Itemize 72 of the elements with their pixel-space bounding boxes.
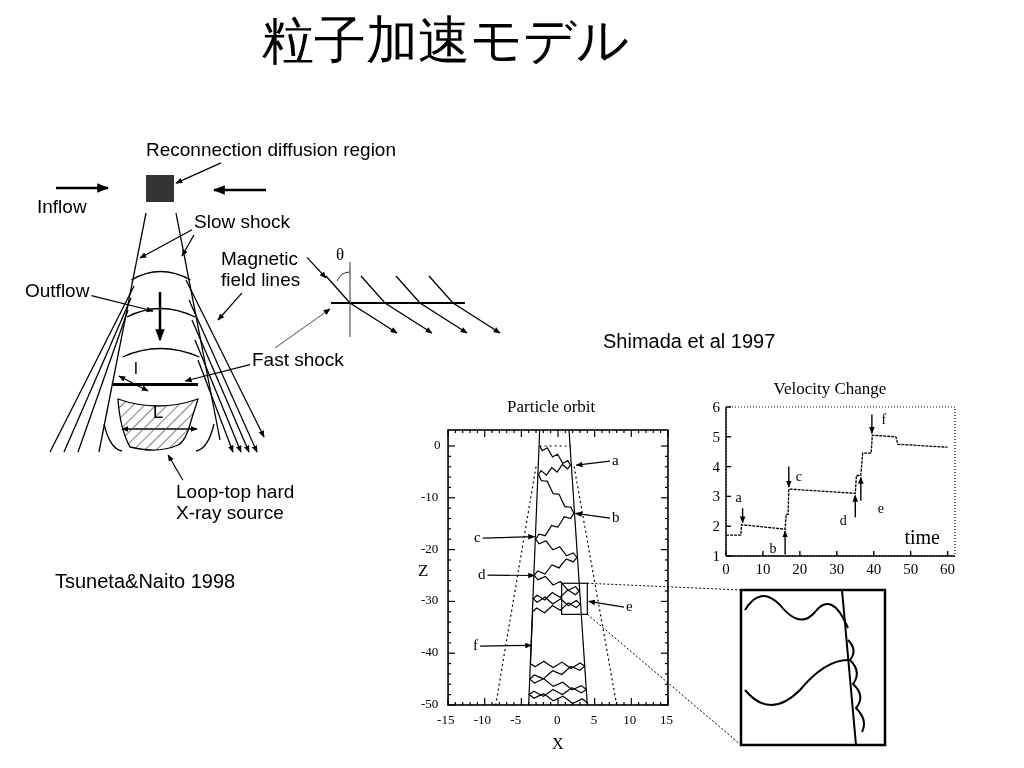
- annotation-label: d: [839, 513, 847, 529]
- tick-label: -5: [510, 713, 522, 728]
- tick-label: 0: [554, 713, 561, 728]
- annotation-label: a: [735, 490, 742, 506]
- tick-label: 2: [712, 518, 720, 535]
- curve-label: f: [473, 637, 478, 654]
- source-note: Shimada et al 1997: [603, 330, 776, 352]
- source-note: Tsuneta&Naito 1998: [55, 570, 236, 592]
- tick-label: 3: [712, 488, 720, 505]
- shock-front-line: [113, 383, 198, 386]
- tick-label: 10: [755, 561, 771, 577]
- tick-label: 50: [903, 561, 919, 577]
- pointer-arrow: [575, 460, 611, 468]
- annotation-label: f: [881, 412, 887, 428]
- tick-label: 60: [940, 561, 956, 577]
- leader-line: [175, 162, 222, 184]
- tick-label: 4: [712, 458, 720, 475]
- curve-label: a: [612, 452, 619, 469]
- part-label: Inflow: [37, 197, 87, 218]
- pointer-arrow: [482, 534, 536, 540]
- curve-label: b: [612, 509, 620, 526]
- tick-label: 40: [866, 561, 882, 577]
- tick-label: 10: [623, 713, 637, 728]
- curve-label: d: [478, 566, 486, 583]
- annotation-label: b: [769, 540, 777, 556]
- axis-label: X: [552, 735, 564, 753]
- tick-label: 0: [722, 561, 730, 577]
- title: 粒子加速モデル: [262, 12, 629, 70]
- pointer-arrow: [574, 511, 611, 519]
- callout-label: Loop-top hard X-ray source: [176, 482, 311, 524]
- curve-label: e: [626, 598, 633, 615]
- diffusion-region-square: [146, 175, 174, 202]
- tick-label: 1: [712, 548, 720, 564]
- callout-label: Outflow: [25, 281, 90, 302]
- callout-label: Magnetic field lines: [221, 249, 305, 291]
- tick-label: 5: [590, 713, 598, 728]
- pointer-arrow: [588, 599, 625, 608]
- hatched-source-region: L: [116, 399, 200, 453]
- pointer-arrow: [486, 572, 536, 579]
- tick-label: 15: [659, 713, 673, 728]
- tick-label: 6: [712, 399, 720, 415]
- part-label: l: [134, 360, 138, 379]
- leader-line: [90, 295, 154, 313]
- tick-label: 0: [434, 438, 441, 453]
- leader-line: [217, 292, 243, 321]
- tick-label: -10: [473, 713, 492, 728]
- tick-label: 5: [712, 428, 720, 445]
- tick-label: -15: [437, 713, 455, 728]
- annotation-label: c: [795, 468, 802, 484]
- tick-label: 20: [792, 561, 808, 577]
- part-label: θ: [336, 246, 345, 265]
- curve-label: c: [474, 529, 481, 546]
- callout-label: Fast shock: [252, 350, 344, 371]
- tick-label: -10: [421, 489, 439, 505]
- chart-title: Velocity Change: [773, 379, 887, 398]
- leader-line: [181, 234, 195, 257]
- tick-label: -40: [421, 645, 439, 660]
- tick-label: -20: [421, 541, 439, 556]
- leader-line: [167, 454, 184, 481]
- callout-label: Reconnection diffusion region: [146, 140, 396, 161]
- pointer-arrow: [479, 642, 533, 649]
- annotation-label: e: [877, 500, 884, 516]
- tick-label: 30: [829, 561, 845, 577]
- leader-line: [139, 229, 193, 259]
- callout-label: Slow shock: [194, 212, 291, 233]
- leader-line: [184, 364, 251, 383]
- chart-title: Particle orbit: [507, 398, 596, 417]
- axis-label: Z: [418, 562, 429, 581]
- leader-line: [306, 256, 327, 279]
- tick-label: -50: [421, 697, 439, 712]
- tick-label: -30: [421, 593, 439, 608]
- axis-label: time: [904, 526, 940, 548]
